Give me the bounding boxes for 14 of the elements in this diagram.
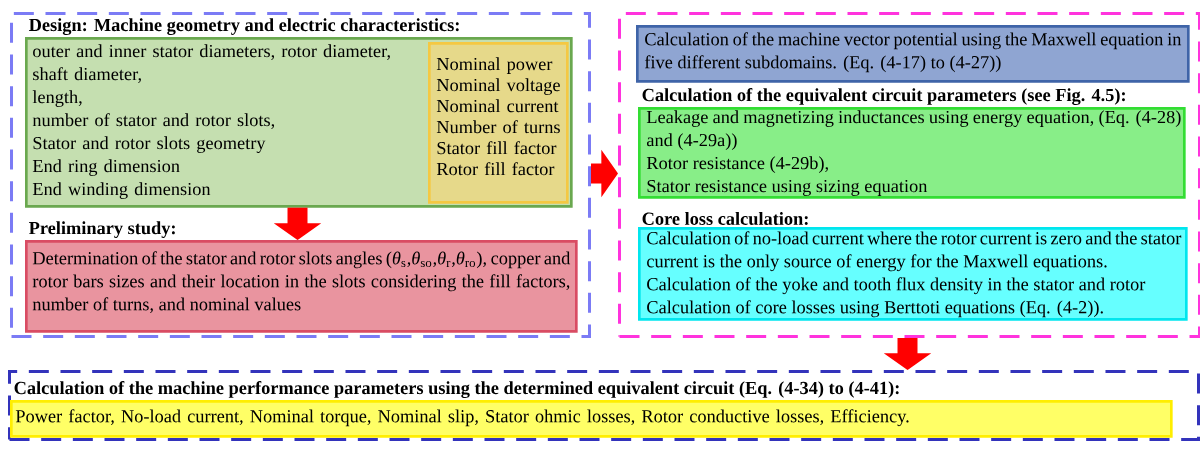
node-label: Core loss calculation: <box>642 212 808 226</box>
process-box: Calculation of the equivalent circuit parameters (see Fig. 4.5): Leakage and magnetizing inductances using energy equation, (Eq. (4-28) and (4-29a)) Rotor resistance (4-29b), Stator resistance using sizing equation <box>638 88 1186 199</box>
dashed-frame <box>10 12 591 338</box>
parameter-box: Nominal power Nominal voltage Nominal current Number of turns Stator fill factor Rotor fill factor <box>428 42 569 204</box>
node-label: Calculation of the machine performance parameters using the determined equivalent circuit (Eq. (4-34) to (4-41): <box>14 381 899 399</box>
process-box: Core loss calculation: Calculation of no-load current where the rotor current is zero and the stator current is the only source of energy for the Maxwell equations. Calculation of the yoke and tooth flux density in the stator and rotor Calculation of core losses using Berttoti equations (Eq. (4-2)). <box>638 212 1188 321</box>
node-label: Preliminary study: <box>28 221 175 238</box>
node-label: Calculation of the equivalent circuit parameters (see Fig. 4.5): <box>642 88 1125 106</box>
process-box: Preliminary study: Determination of the stator and rotor slots angles (θ$_{s}$,θ$_{so}$,θ$_{r}$,θ$_{ro}$), copper and rotor bars sizes and their location in the slots considering the fill factors, number of turns, and nominal values <box>25 221 578 333</box>
process-box: Calculation of the machine vector potential using the Maxwell equation in five different subdomains. (Eq. (4-17) to (4-27)) <box>636 25 1190 83</box>
dashed-frame <box>618 12 1200 338</box>
node-label: Design: Machine geometry and electric characteristics: <box>28 18 459 36</box>
result-box: Calculation of the machine performance parameters using the determined equivalent circuit (Eq. (4-34) to (4-41): Power factor, No-load current, Nominal torque, Nominal slip, Stator ohmic losses, Rotor conductive losses, Efficiency. <box>10 381 1173 438</box>
dashed-frame <box>8 370 1200 441</box>
